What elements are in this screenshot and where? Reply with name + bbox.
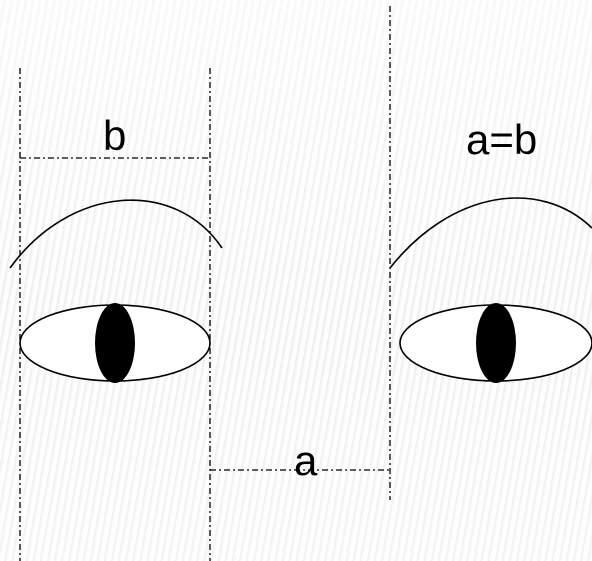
equality-label: a=b <box>466 119 537 161</box>
right-pupil <box>476 303 516 383</box>
left-eyebrow <box>10 200 222 268</box>
left-pupil <box>95 303 135 383</box>
width-b-label: b <box>103 115 126 157</box>
right-eyebrow <box>390 198 592 268</box>
gap-a-label: a <box>294 440 317 482</box>
